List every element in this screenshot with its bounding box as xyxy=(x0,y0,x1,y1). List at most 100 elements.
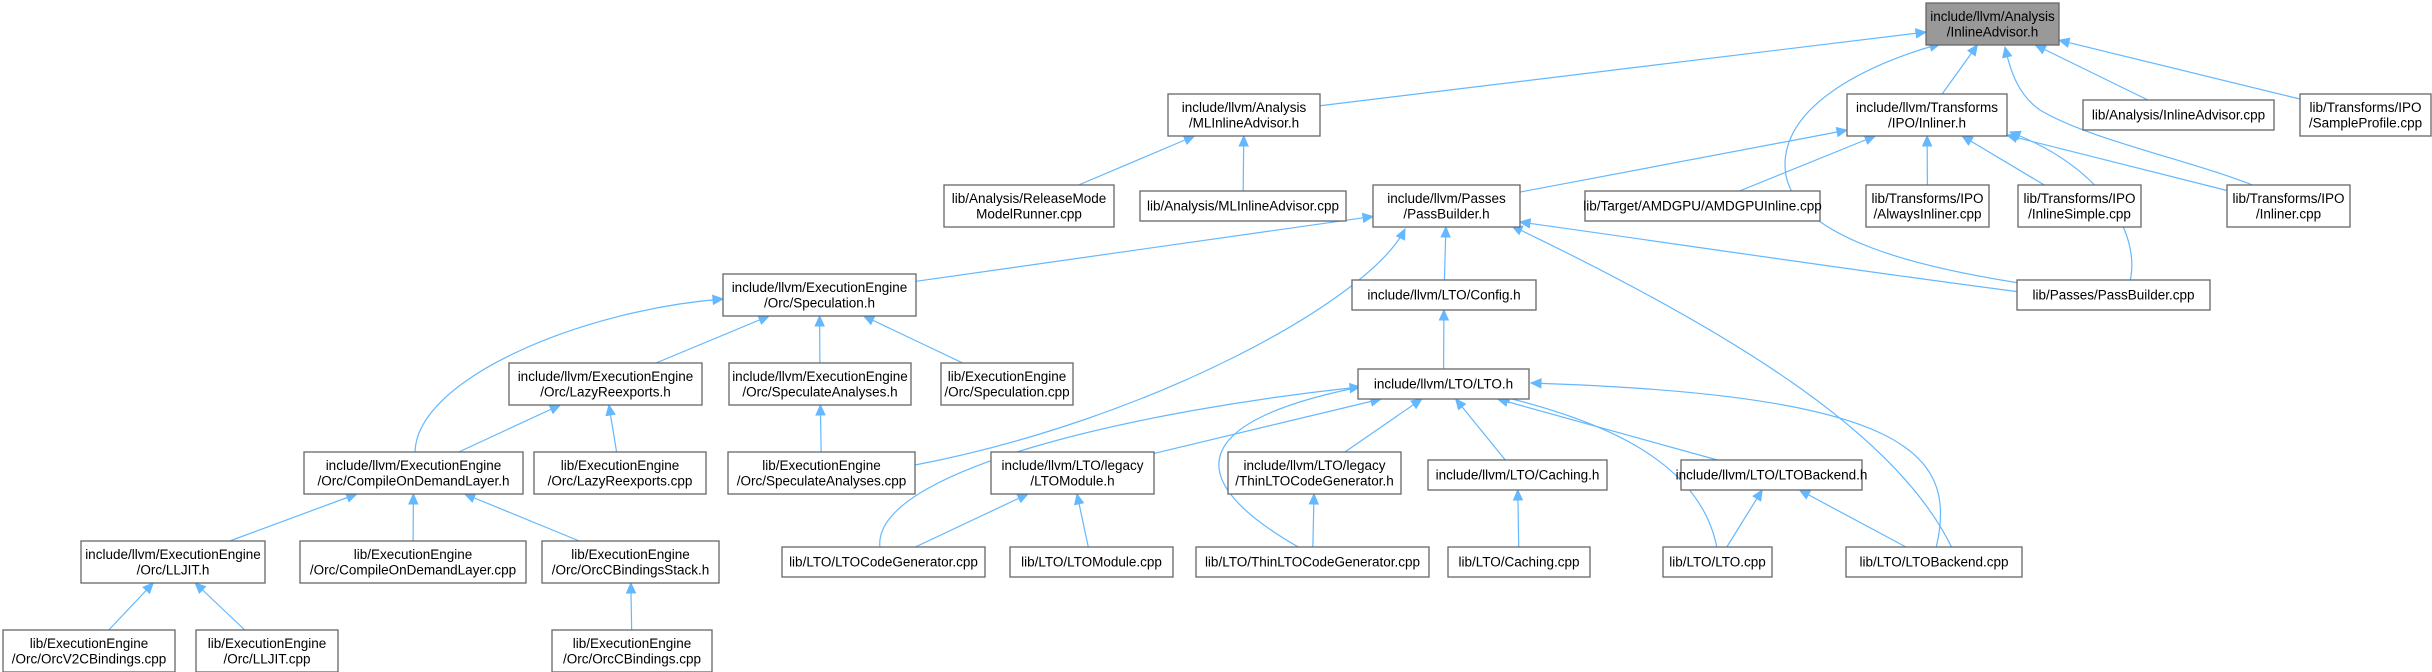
edge-n15-to-n13 xyxy=(655,315,771,364)
node-box xyxy=(1009,546,1174,578)
edge-n21-to-n16 xyxy=(815,403,826,453)
file-node[interactable]: lib/LTO/LTO.cpp xyxy=(1662,546,1773,578)
edge-n6-to-n1 xyxy=(1238,134,1249,192)
file-node[interactable]: include/llvm/LTO/Config.h xyxy=(1351,279,1537,311)
file-node[interactable]: include/llvm/LTO/legacy/LTOModule.h xyxy=(990,451,1155,495)
file-node[interactable]: lib/LTO/ThinLTOCodeGenerator.cpp xyxy=(1195,546,1430,578)
file-node[interactable]: include/llvm/ExecutionEngine/Orc/Compile… xyxy=(303,451,524,495)
node-box xyxy=(2,629,176,672)
node-label-line: /Orc/Speculation.h xyxy=(764,295,875,310)
node-box xyxy=(2082,99,2275,131)
file-node[interactable]: include/llvm/Passes/PassBuilder.h xyxy=(1372,184,1521,228)
edge-n27-to-n19 xyxy=(408,492,419,542)
node-label-line: lib/ExecutionEngine xyxy=(354,547,473,562)
node-box xyxy=(1357,368,1530,400)
node-label-line: /Orc/Speculation.cpp xyxy=(944,384,1069,399)
edge-n19-to-n13 xyxy=(414,294,725,454)
node-label-line: /Orc/LLJIT.cpp xyxy=(223,651,310,666)
node-box xyxy=(1139,190,1347,222)
edge-n5-to-n1 xyxy=(1078,135,1196,186)
file-node[interactable]: lib/Analysis/InlineAdvisor.cpp xyxy=(2082,99,2275,131)
file-node[interactable]: include/llvm/LTO/LTOBackend.h xyxy=(1676,459,1868,491)
node-label-line: /Orc/LazyReexports.cpp xyxy=(548,473,693,488)
file-node[interactable]: lib/LTO/LTOBackend.cpp xyxy=(1845,546,2023,578)
node-box xyxy=(80,540,266,584)
node-box xyxy=(990,451,1155,495)
node-label-line: lib/Target/AMDGPU/AMDGPUInline.cpp xyxy=(1583,199,1822,214)
node-box xyxy=(533,451,707,495)
edge-n7-to-n2 xyxy=(1519,126,1849,193)
edge-n31-to-n23 xyxy=(1308,492,1320,548)
edge-n36-to-n26 xyxy=(194,582,246,631)
node-box xyxy=(722,273,917,317)
edge-n14-to-n7 xyxy=(1440,225,1451,281)
file-node[interactable]: lib/Target/AMDGPU/AMDGPUInline.cpp xyxy=(1583,190,1822,222)
edge-n19-to-n15 xyxy=(458,404,562,453)
file-node[interactable]: lib/Transforms/IPO/AlwaysInliner.cpp xyxy=(1865,184,1990,228)
file-node[interactable]: lib/ExecutionEngine/Orc/LazyReexports.cp… xyxy=(533,451,707,495)
node-box xyxy=(1372,184,1521,228)
file-node[interactable]: lib/Analysis/MLInlineAdvisor.cpp xyxy=(1139,190,1347,222)
file-node[interactable]: lib/ExecutionEngine/Orc/CompileOnDemandL… xyxy=(299,540,527,584)
node-label-line: include/llvm/Analysis xyxy=(1930,9,2055,24)
file-node[interactable]: lib/LTO/Caching.cpp xyxy=(1447,546,1591,578)
edge-n32-to-n24 xyxy=(1512,488,1524,548)
node-box xyxy=(2226,184,2351,228)
file-node[interactable]: include/llvm/Transforms/IPO/Inliner.h xyxy=(1846,93,2008,137)
node-label-line: /Orc/CompileOnDemandLayer.h xyxy=(317,473,509,488)
file-node[interactable]: lib/ExecutionEngine/Orc/Speculation.cpp xyxy=(940,362,1074,406)
node-label-line: include/llvm/LTO/Config.h xyxy=(1367,288,1520,303)
file-node[interactable]: lib/Passes/PassBuilder.cpp xyxy=(2016,279,2211,311)
file-node[interactable]: include/llvm/ExecutionEngine/Orc/Specula… xyxy=(728,362,912,406)
node-label-line: lib/Transforms/IPO xyxy=(1871,191,1983,206)
file-node[interactable]: lib/ExecutionEngine/Orc/OrcCBindings.cpp xyxy=(551,629,713,672)
node-label-line: include/llvm/LTO/LTOBackend.h xyxy=(1676,468,1868,483)
file-node[interactable]: lib/Transforms/IPO/SampleProfile.cpp xyxy=(2299,93,2432,137)
node-label-line: lib/Transforms/IPO xyxy=(2232,191,2344,206)
edge-n2-to-n0 xyxy=(1941,44,1979,95)
node-label-line: /Inliner.cpp xyxy=(2256,206,2321,221)
node-label-line: /MLInlineAdvisor.h xyxy=(1189,115,1299,130)
file-node[interactable]: include/llvm/LTO/legacy/ThinLTOCodeGener… xyxy=(1227,451,1402,495)
edge-n10-to-n2 xyxy=(1961,135,2045,186)
node-label-line: lib/ExecutionEngine xyxy=(762,458,881,473)
node-box xyxy=(1846,93,2008,137)
file-node[interactable]: lib/ExecutionEngine/Orc/LLJIT.cpp xyxy=(195,629,339,672)
file-node[interactable]: lib/ExecutionEngine/Orc/OrcV2CBindings.c… xyxy=(2,629,176,672)
node-box xyxy=(541,540,720,584)
edge-n18-to-n14 xyxy=(1438,308,1450,370)
node-label-line: /Orc/SpeculateAnalyses.cpp xyxy=(737,473,907,488)
file-node[interactable]: include/llvm/ExecutionEngine/Orc/Specula… xyxy=(722,273,917,317)
node-label-line: include/llvm/Analysis xyxy=(1182,100,1307,115)
node-box xyxy=(1195,546,1430,578)
edge-n23-to-n18 xyxy=(1344,398,1423,453)
node-label-line: /Orc/OrcCBindingsStack.h xyxy=(552,562,710,577)
node-label-line: lib/LTO/ThinLTOCodeGenerator.cpp xyxy=(1205,555,1420,570)
node-box xyxy=(508,362,703,406)
node-box xyxy=(727,451,916,495)
file-node[interactable]: lib/LTO/LTOModule.cpp xyxy=(1009,546,1174,578)
edge-n33-to-n25 xyxy=(1726,488,1763,548)
file-node[interactable]: include/llvm/LTO/LTO.h xyxy=(1357,368,1530,400)
file-node[interactable]: include/llvm/Analysis/MLInlineAdvisor.h xyxy=(1167,93,1321,137)
node-box xyxy=(1227,451,1402,495)
edge-n30-to-n22 xyxy=(1074,492,1089,548)
node-label-line: /Orc/LLJIT.h xyxy=(137,562,210,577)
file-node[interactable]: lib/Transforms/IPO/InlineSimple.cpp xyxy=(2017,184,2142,228)
file-node[interactable]: lib/Transforms/IPO/Inliner.cpp xyxy=(2226,184,2351,228)
file-node[interactable]: include/llvm/ExecutionEngine/Orc/LLJIT.h xyxy=(80,540,266,584)
file-node[interactable]: include/llvm/LTO/Caching.h xyxy=(1427,459,1608,491)
root-file-node[interactable]: include/llvm/Analysis/InlineAdvisor.h xyxy=(1925,2,2060,46)
file-node[interactable]: include/llvm/ExecutionEngine/Orc/LazyRee… xyxy=(508,362,703,406)
node-box xyxy=(1680,459,1863,491)
file-node[interactable]: lib/ExecutionEngine/Orc/SpeculateAnalyse… xyxy=(727,451,916,495)
node-label-line: include/llvm/LTO/legacy xyxy=(1243,458,1385,473)
edge-n8-to-n2 xyxy=(1739,135,1877,192)
file-node[interactable]: lib/ExecutionEngine/Orc/OrcCBindingsStac… xyxy=(541,540,720,584)
node-box xyxy=(1427,459,1608,491)
node-label-line: lib/Passes/PassBuilder.cpp xyxy=(2032,288,2194,303)
file-node[interactable]: lib/LTO/LTOCodeGenerator.cpp xyxy=(781,546,986,578)
edge-n16-to-n13 xyxy=(814,314,825,364)
